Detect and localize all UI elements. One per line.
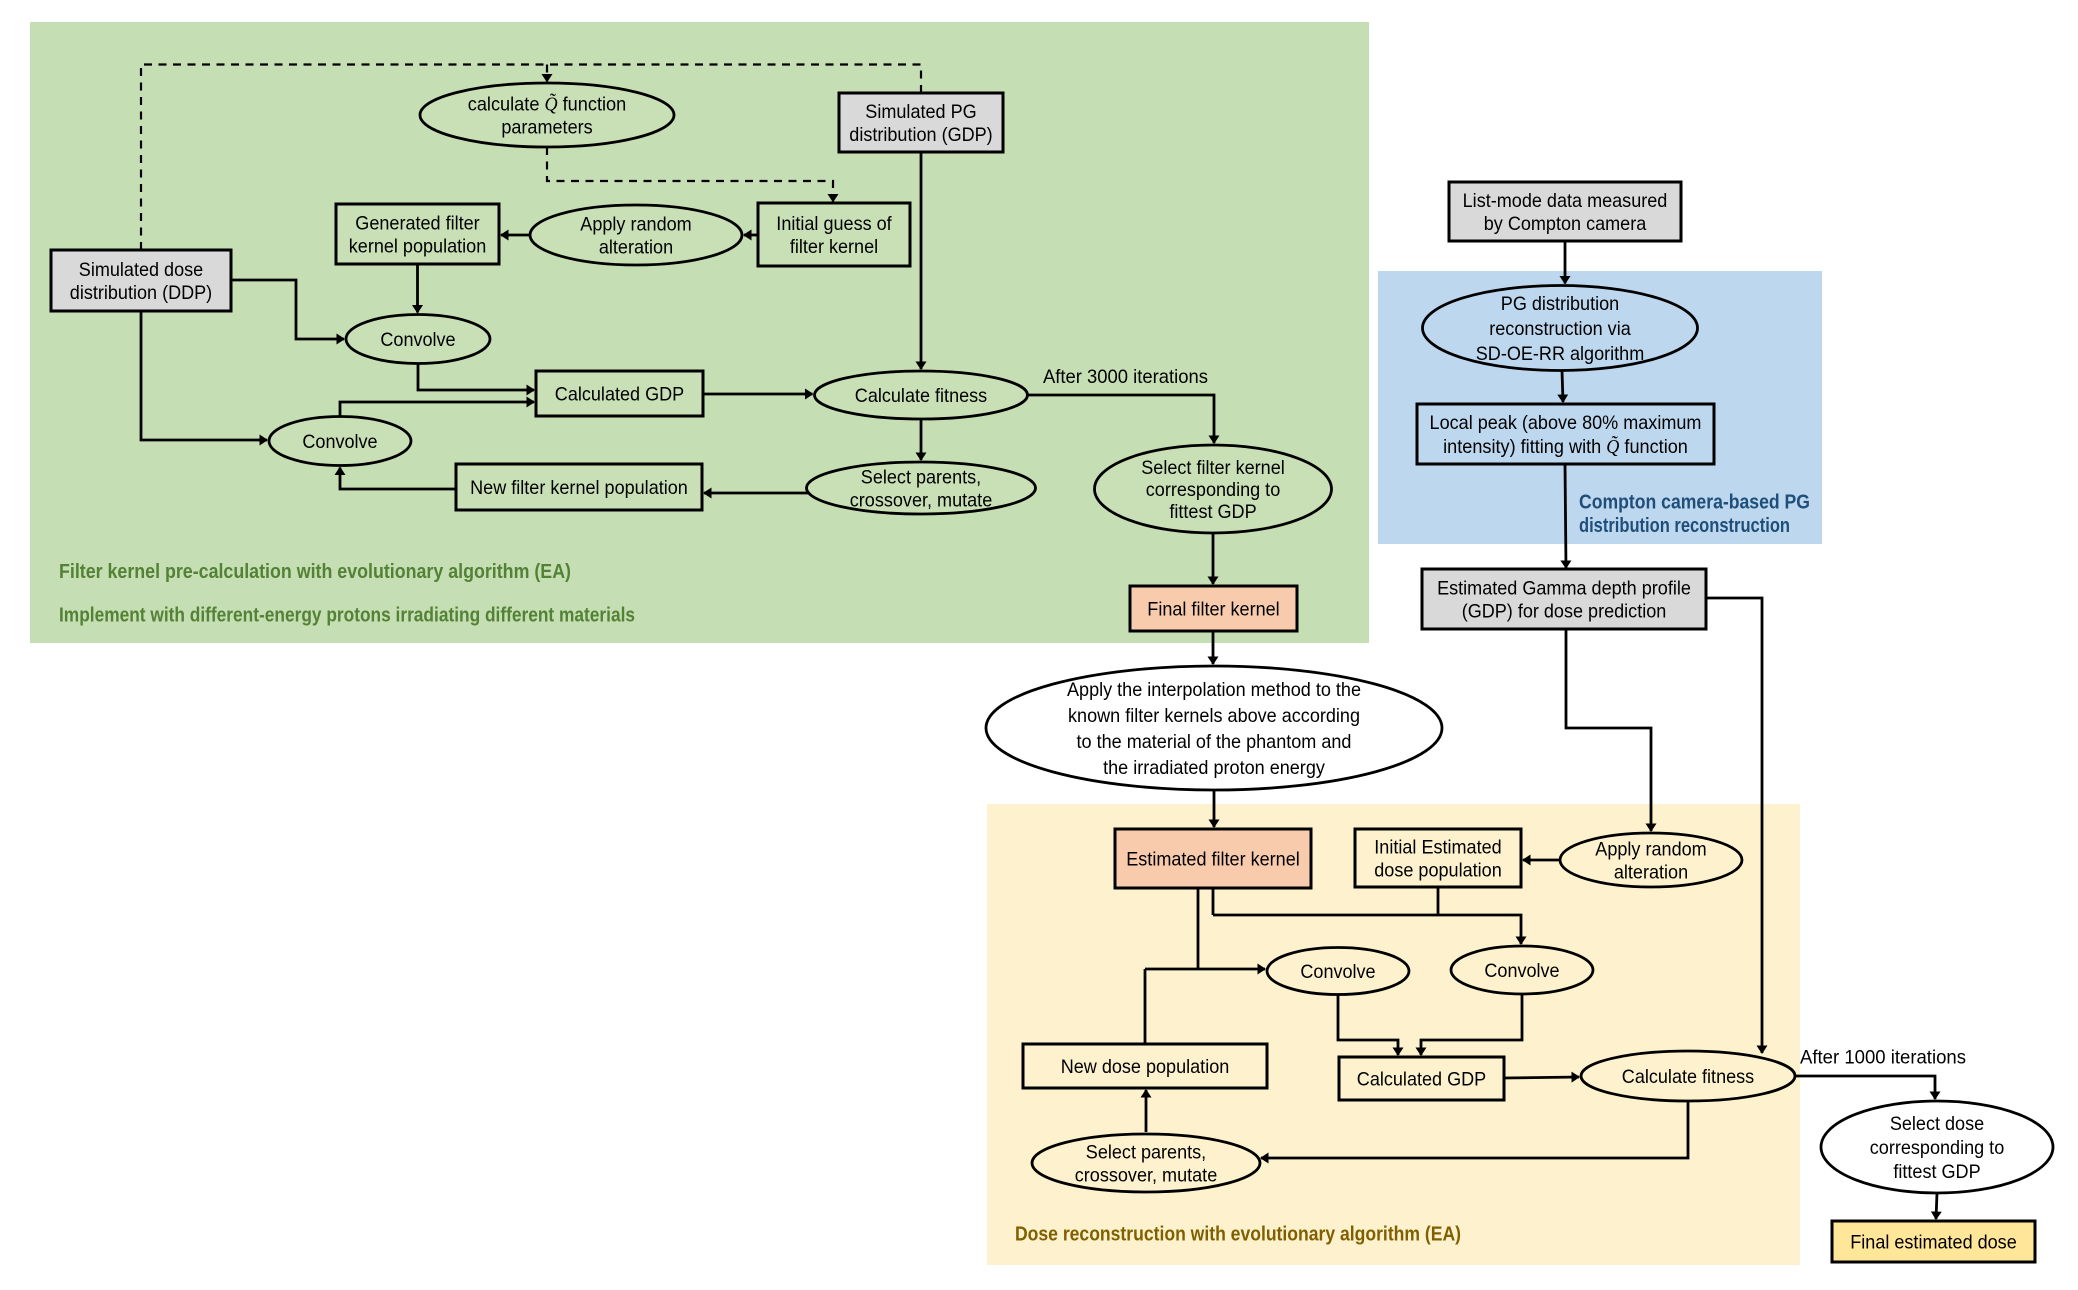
svg-text:distribution (DDP): distribution (DDP) — [70, 282, 212, 304]
svg-text:filter kernel: filter kernel — [790, 236, 878, 258]
svg-text:Apply the interpolation method: Apply the interpolation method to the — [1067, 679, 1361, 701]
svg-text:intensity) fitting with Q̃ fun: intensity) fitting with Q̃ function — [1443, 436, 1688, 458]
svg-text:Final estimated dose: Final estimated dose — [1850, 1232, 2017, 1254]
svg-text:corresponding to: corresponding to — [1870, 1137, 2005, 1159]
svg-text:Simulated PG: Simulated PG — [865, 101, 976, 123]
svg-text:kernel population: kernel population — [349, 236, 487, 258]
svg-text:Convolve: Convolve — [302, 431, 377, 453]
svg-text:distribution reconstruction: distribution reconstruction — [1579, 515, 1790, 537]
svg-text:distribution (GDP): distribution (GDP) — [849, 124, 992, 146]
svg-text:Initial guess of: Initial guess of — [776, 213, 892, 235]
svg-text:Apply random: Apply random — [580, 214, 691, 236]
svg-text:known filter kernels above acc: known filter kernels above according — [1068, 705, 1360, 727]
svg-text:by Compton camera: by Compton camera — [1484, 213, 1647, 235]
svg-text:dose population: dose population — [1374, 860, 1502, 882]
svg-text:fittest GDP: fittest GDP — [1893, 1161, 1980, 1183]
svg-text:After 3000 iterations: After 3000 iterations — [1043, 366, 1208, 388]
svg-text:parameters: parameters — [501, 117, 593, 139]
svg-text:Implement with different-energ: Implement with different-energy protons … — [59, 605, 635, 627]
svg-text:Dose reconstruction with evolu: Dose reconstruction with evolutionary al… — [1015, 1224, 1461, 1246]
svg-text:Select parents,: Select parents, — [861, 467, 981, 489]
svg-text:Calculate fitness: Calculate fitness — [1622, 1066, 1755, 1088]
svg-text:to the material of the phantom: to the material of the phantom and — [1077, 731, 1352, 753]
svg-text:Filter kernel pre-calculation: Filter kernel pre-calculation with evolu… — [59, 561, 571, 583]
svg-text:crossover, mutate: crossover, mutate — [1075, 1165, 1218, 1187]
svg-text:Calculated GDP: Calculated GDP — [1357, 1069, 1486, 1091]
svg-text:Simulated dose: Simulated dose — [79, 259, 203, 281]
svg-text:the irradiated proton energy: the irradiated proton energy — [1103, 757, 1325, 779]
svg-text:SD-OE-RR algorithm: SD-OE-RR algorithm — [1476, 343, 1645, 365]
svg-text:List-mode data measured: List-mode data measured — [1463, 190, 1668, 212]
svg-text:Local peak (above 80% maximum: Local peak (above 80% maximum — [1430, 412, 1702, 434]
svg-text:alteration: alteration — [1614, 862, 1688, 884]
svg-text:Select dose: Select dose — [1890, 1113, 1984, 1135]
svg-text:alteration: alteration — [599, 237, 673, 259]
svg-text:crossover, mutate: crossover, mutate — [850, 490, 993, 512]
svg-text:New dose population: New dose population — [1061, 1056, 1230, 1078]
svg-text:Calculated GDP: Calculated GDP — [555, 384, 684, 406]
svg-text:Initial Estimated: Initial Estimated — [1374, 837, 1501, 859]
svg-text:Compton camera-based PG: Compton camera-based PG — [1579, 492, 1810, 514]
svg-text:fittest GDP: fittest GDP — [1169, 501, 1256, 523]
svg-text:(GDP) for dose prediction: (GDP) for dose prediction — [1462, 601, 1667, 623]
svg-text:Estimated Gamma depth profile: Estimated Gamma depth profile — [1437, 578, 1691, 600]
svg-text:Convolve: Convolve — [1300, 961, 1375, 983]
svg-text:calculate Q̃ function: calculate Q̃ function — [468, 94, 627, 116]
svg-text:Final filter kernel: Final filter kernel — [1147, 599, 1279, 621]
svg-text:Generated filter: Generated filter — [355, 213, 480, 235]
svg-text:Calculate fitness: Calculate fitness — [855, 385, 988, 407]
svg-text:reconstruction via: reconstruction via — [1489, 318, 1631, 340]
svg-text:PG distribution: PG distribution — [1501, 293, 1619, 315]
svg-text:Convolve: Convolve — [1484, 960, 1559, 982]
svg-text:Convolve: Convolve — [380, 329, 455, 351]
svg-text:After 1000 iterations: After 1000 iterations — [1800, 1047, 1966, 1069]
svg-text:Estimated filter kernel: Estimated filter kernel — [1126, 849, 1300, 871]
svg-text:Apply random: Apply random — [1595, 839, 1706, 861]
svg-text:corresponding to: corresponding to — [1146, 479, 1281, 501]
svg-text:Select filter kernel: Select filter kernel — [1141, 457, 1285, 479]
svg-text:Select parents,: Select parents, — [1086, 1142, 1206, 1164]
svg-text:New filter kernel population: New filter kernel population — [470, 477, 688, 499]
